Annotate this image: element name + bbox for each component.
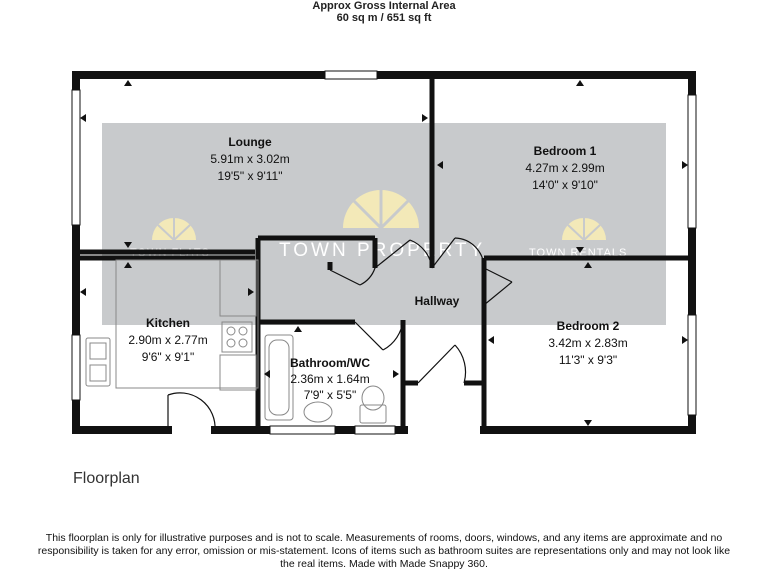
room-name: Bedroom 2 bbox=[557, 319, 620, 333]
room-bedroom1: Bedroom 1 4.27m x 2.99m 14'0" x 9'10" bbox=[525, 144, 604, 192]
room-name: Bathroom/WC bbox=[290, 356, 370, 370]
bathroom-fixtures bbox=[264, 334, 387, 424]
window-lounge-top bbox=[324, 70, 378, 80]
toilet-icon bbox=[359, 404, 387, 424]
window-kitchen-left bbox=[71, 334, 81, 401]
doors bbox=[167, 237, 513, 431]
area-header-title: Approx Gross Internal Area bbox=[312, 0, 456, 12]
sink-icon bbox=[85, 337, 111, 387]
watermark-logo-left bbox=[152, 218, 196, 241]
watermark-logo-right bbox=[562, 218, 606, 241]
door-bedroom2 bbox=[417, 344, 467, 384]
floor-plan: TOWN FLATS TOWN PROPERTY TOWN RENTALS bbox=[71, 70, 697, 435]
room-imperial: 7'9" x 5'5" bbox=[304, 388, 356, 402]
room-hallway: Hallway bbox=[415, 294, 460, 308]
window-bathroom-bottom bbox=[269, 425, 336, 435]
door-lounge bbox=[329, 267, 376, 286]
window-lounge-left bbox=[71, 89, 81, 226]
basin-icon bbox=[303, 401, 333, 423]
room-name: Lounge bbox=[228, 135, 272, 149]
kitchen-fixtures bbox=[85, 259, 259, 391]
room-name: Bedroom 1 bbox=[534, 144, 597, 158]
room-imperial: 9'6" x 9'1" bbox=[142, 350, 194, 364]
worktop bbox=[115, 259, 259, 389]
hob-icon bbox=[221, 321, 253, 353]
door-entrance bbox=[167, 392, 216, 431]
room-bathroom: Bathroom/WC 2.36m x 1.64m 7'9" x 5'5" bbox=[290, 356, 370, 402]
room-metric: 2.36m x 1.64m bbox=[290, 372, 369, 386]
area-header-value: 60 sq m / 651 sq ft bbox=[336, 12, 432, 24]
room-metric: 3.42m x 2.83m bbox=[548, 336, 627, 350]
room-lounge: Lounge 5.91m x 3.02m 19'5" x 9'11" bbox=[210, 135, 289, 183]
door-bedroom1 bbox=[431, 237, 485, 269]
disclaimer-text: This floorplan is only for illustrative … bbox=[37, 532, 731, 570]
fridge-icon bbox=[219, 259, 257, 317]
room-kitchen: Kitchen 2.90m x 2.77m 9'6" x 9'1" bbox=[128, 316, 207, 364]
room-imperial: 11'3" x 9'3" bbox=[559, 353, 617, 367]
watermark-text-center: TOWN PROPERTY bbox=[279, 240, 485, 261]
door-bathroom bbox=[354, 319, 404, 351]
watermark-logo-center bbox=[343, 190, 419, 230]
room-metric: 5.91m x 3.02m bbox=[210, 152, 289, 166]
door-hallway-right bbox=[483, 267, 513, 306]
bath-icon bbox=[264, 334, 294, 421]
area-header: Approx Gross Internal Area 60 sq m / 651… bbox=[0, 0, 768, 24]
dimension-markers bbox=[80, 80, 688, 426]
room-name: Kitchen bbox=[146, 316, 190, 330]
window-bedroom1-right bbox=[687, 94, 697, 229]
room-name: Hallway bbox=[415, 294, 460, 308]
window-wc-bottom bbox=[354, 425, 396, 435]
windows bbox=[71, 70, 697, 435]
floor-title: Floorplan bbox=[73, 470, 140, 487]
room-metric: 2.90m x 2.77m bbox=[128, 333, 207, 347]
room-imperial: 19'5" x 9'11" bbox=[218, 169, 283, 183]
window-bedroom2-right bbox=[687, 314, 697, 416]
room-metric: 4.27m x 2.99m bbox=[525, 161, 604, 175]
room-imperial: 14'0" x 9'10" bbox=[532, 178, 598, 192]
door-hallway-top bbox=[374, 239, 433, 269]
walls bbox=[72, 71, 696, 434]
room-bedroom2: Bedroom 2 3.42m x 2.83m 11'3" x 9'3" bbox=[548, 319, 627, 367]
